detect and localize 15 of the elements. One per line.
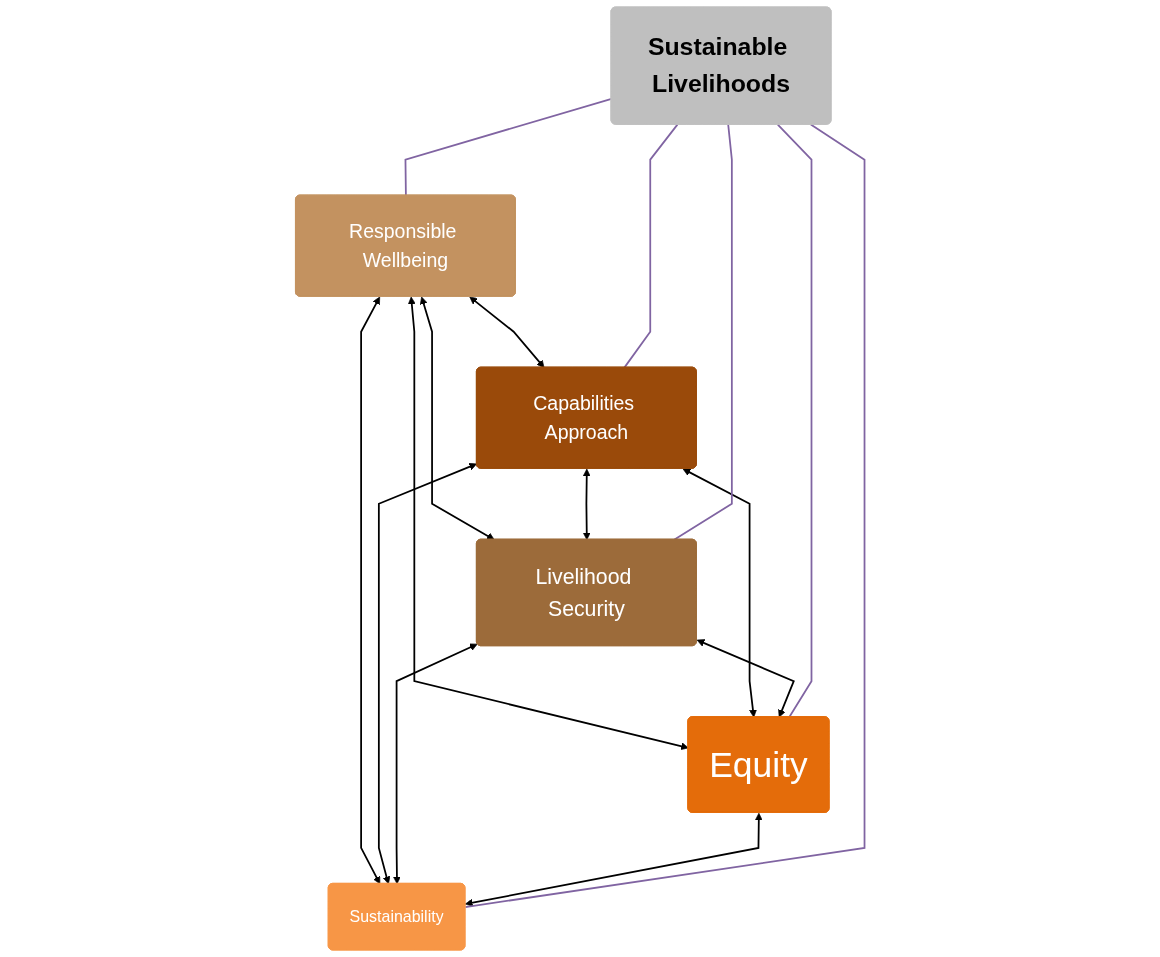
arrow bbox=[419, 296, 495, 541]
connector bbox=[776, 123, 813, 718]
arrow bbox=[469, 296, 545, 368]
arrow bbox=[682, 468, 757, 718]
arrow bbox=[465, 812, 763, 907]
arrow bbox=[407, 296, 689, 750]
connector bbox=[404, 97, 613, 197]
arrow bbox=[696, 639, 795, 718]
arrow bbox=[582, 468, 591, 541]
connector bbox=[673, 123, 733, 541]
arrow bbox=[377, 462, 477, 885]
connector bbox=[464, 123, 866, 908]
arrow bbox=[360, 296, 381, 885]
arrow bbox=[393, 643, 478, 885]
connector bbox=[623, 123, 679, 369]
